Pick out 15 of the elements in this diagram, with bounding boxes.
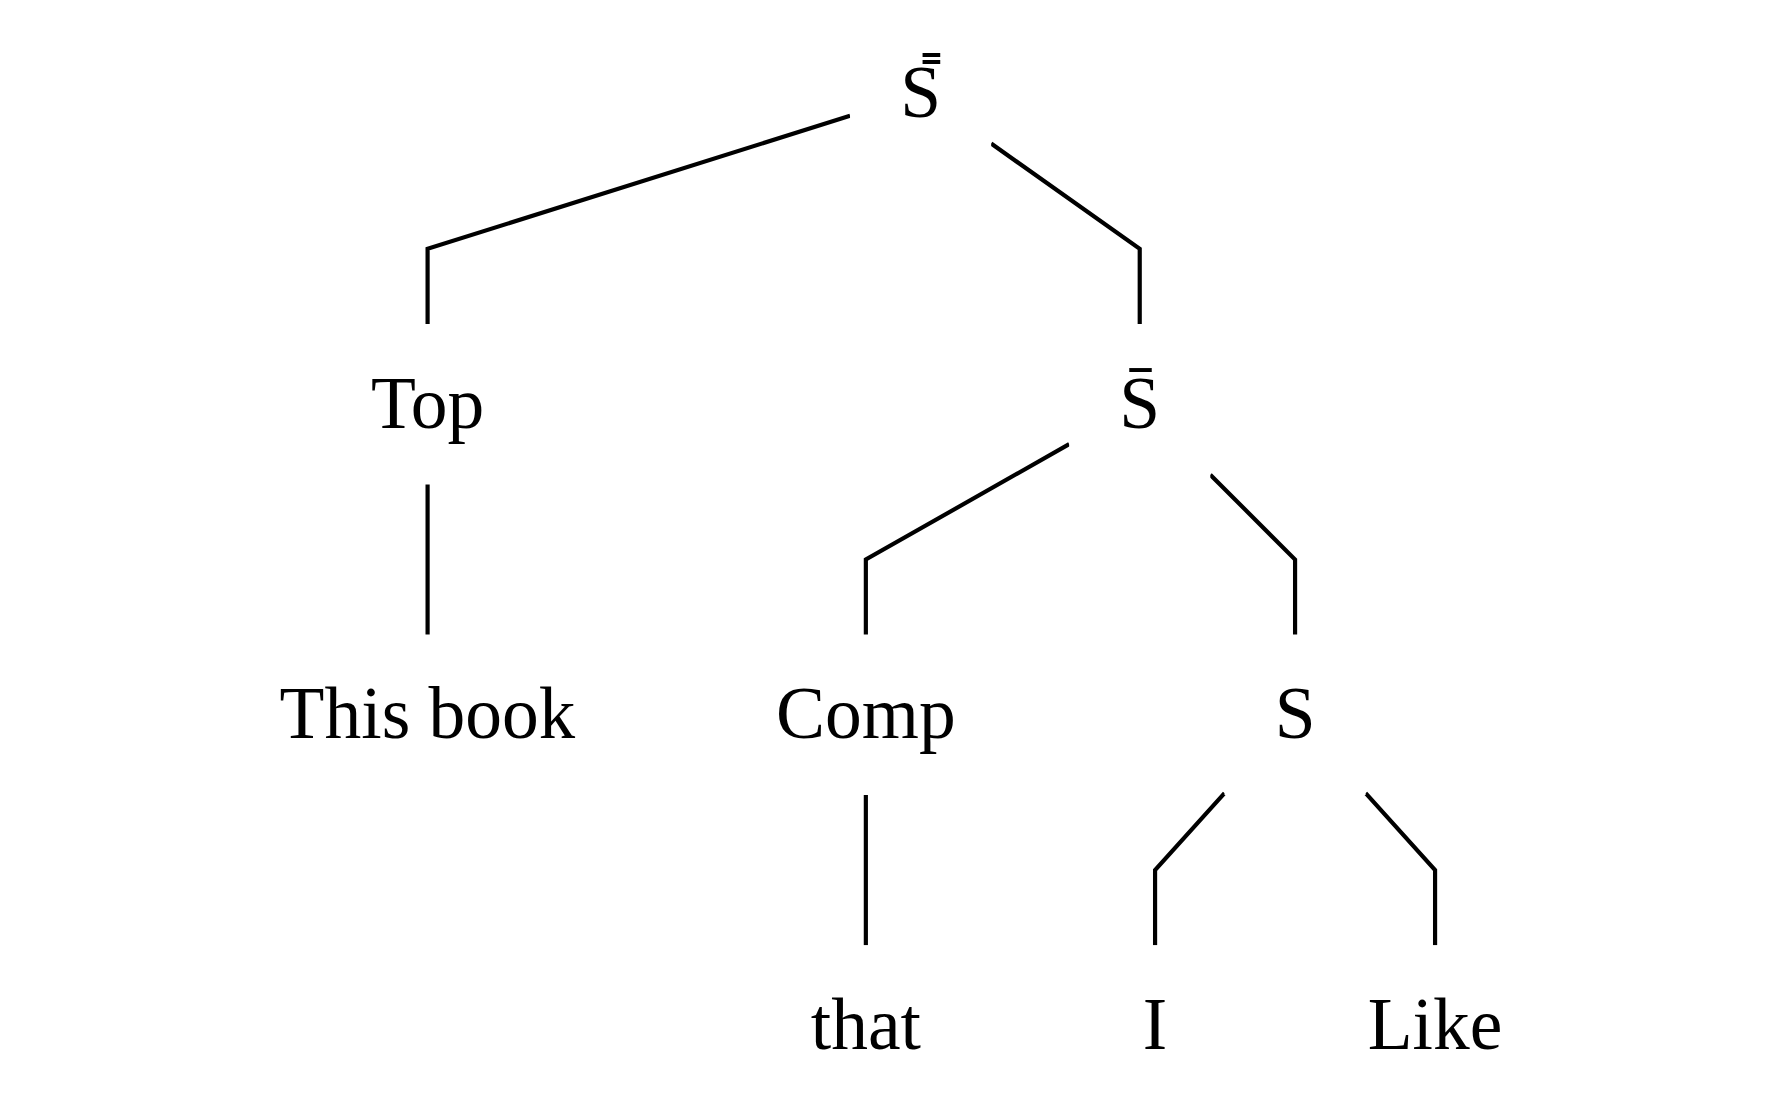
node-text: Top	[370, 362, 485, 445]
node-text: I	[1142, 983, 1168, 1066]
node-text: S̿	[900, 51, 942, 134]
node-text: Comp	[776, 673, 956, 755]
connector	[1153, 791, 1227, 946]
connector	[1364, 791, 1438, 946]
node-text: S̄	[1119, 362, 1161, 445]
node-text: Like	[1367, 983, 1503, 1066]
connector	[425, 113, 851, 324]
node-text: S	[1274, 673, 1316, 755]
node-text: that	[810, 983, 921, 1066]
node-text: This book	[279, 673, 576, 755]
connector	[863, 442, 1071, 635]
connector	[863, 795, 868, 946]
connector	[425, 484, 430, 635]
